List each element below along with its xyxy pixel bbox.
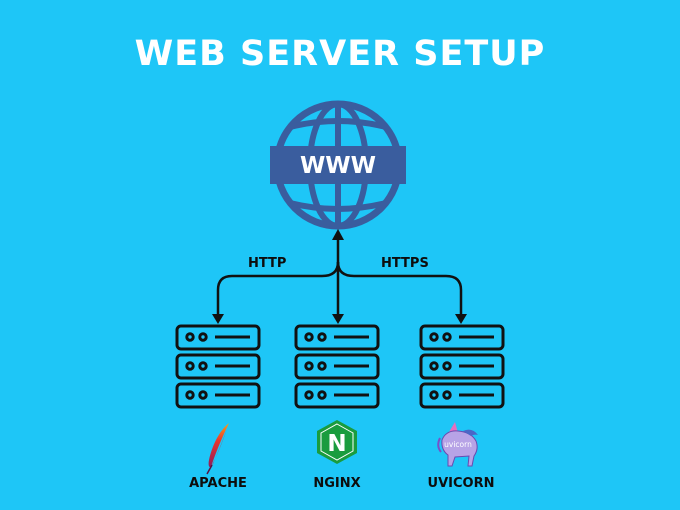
arrow-down-icon <box>212 314 224 324</box>
protocol-label-http: HTTP <box>248 256 287 271</box>
server-name-uvicorn: UVICORN <box>427 476 495 491</box>
uvicorn-unicorn-icon: uvicorn <box>437 422 478 467</box>
globe-www-label: WWW <box>300 153 376 179</box>
server-rack-icon-apache <box>175 324 261 409</box>
server-rack-icon-nginx <box>294 324 380 409</box>
uvicorn-logo-text: uvicorn <box>444 440 472 449</box>
apache-feather-icon <box>206 423 229 475</box>
server-name-apache: APACHE <box>189 476 247 491</box>
arrow-down-icon <box>455 314 467 324</box>
arrowheads <box>212 229 467 324</box>
arrow-down-icon <box>332 314 344 324</box>
connector-lines <box>216 236 463 318</box>
server-rack-icon-uvicorn <box>419 324 505 409</box>
nginx-logo-letter: N <box>327 431 346 457</box>
nginx-icon: N <box>317 420 357 464</box>
protocol-label-https: HTTPS <box>381 256 429 271</box>
arrow-up-icon <box>332 229 344 240</box>
server-name-nginx: NGINX <box>313 476 361 491</box>
globe-icon: WWW <box>270 100 406 230</box>
page-title: WEB SERVER SETUP <box>134 34 546 74</box>
